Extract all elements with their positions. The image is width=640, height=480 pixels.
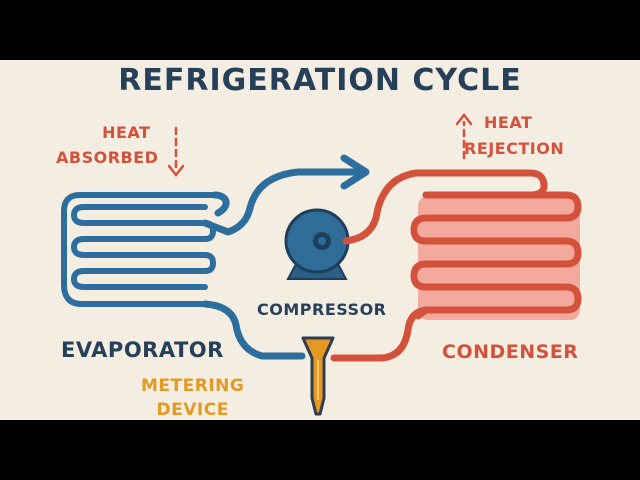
compressor-label: COMPRESSOR [257,300,387,319]
heat-rejection-line1: HEAT [484,113,533,132]
dashed-arrow-down-icon [167,126,185,178]
liquid-line [330,306,430,362]
heat-absorbed-line2: ABSORBED [56,148,159,167]
flow-arrow-right-icon [340,154,370,190]
metering-line2: DEVICE [156,400,229,420]
heat-rejection-line2: REJECTION [464,139,565,158]
evaporator-return-line [201,300,306,360]
condenser-label: CONDENSER [442,341,579,363]
diagram-title: REFRIGERATION CYCLE [118,63,522,98]
metering-line1: METERING [141,376,245,396]
dashed-arrow-up-icon [455,112,473,160]
condenser-coil [410,191,582,320]
compressor-icon [284,208,350,280]
discharge-line [342,169,548,245]
evaporator-label: EVAPORATOR [61,338,224,362]
suction-line [201,168,360,236]
heat-absorbed-label: HEAT ABSORBED [56,120,158,170]
heat-absorbed-line1: HEAT [102,123,151,142]
metering-valve-icon [301,336,335,416]
metering-device-label: METERING DEVICE [141,374,244,422]
evaporator-coil [61,192,218,307]
heat-rejection-label: HEAT REJECTION [464,110,564,162]
